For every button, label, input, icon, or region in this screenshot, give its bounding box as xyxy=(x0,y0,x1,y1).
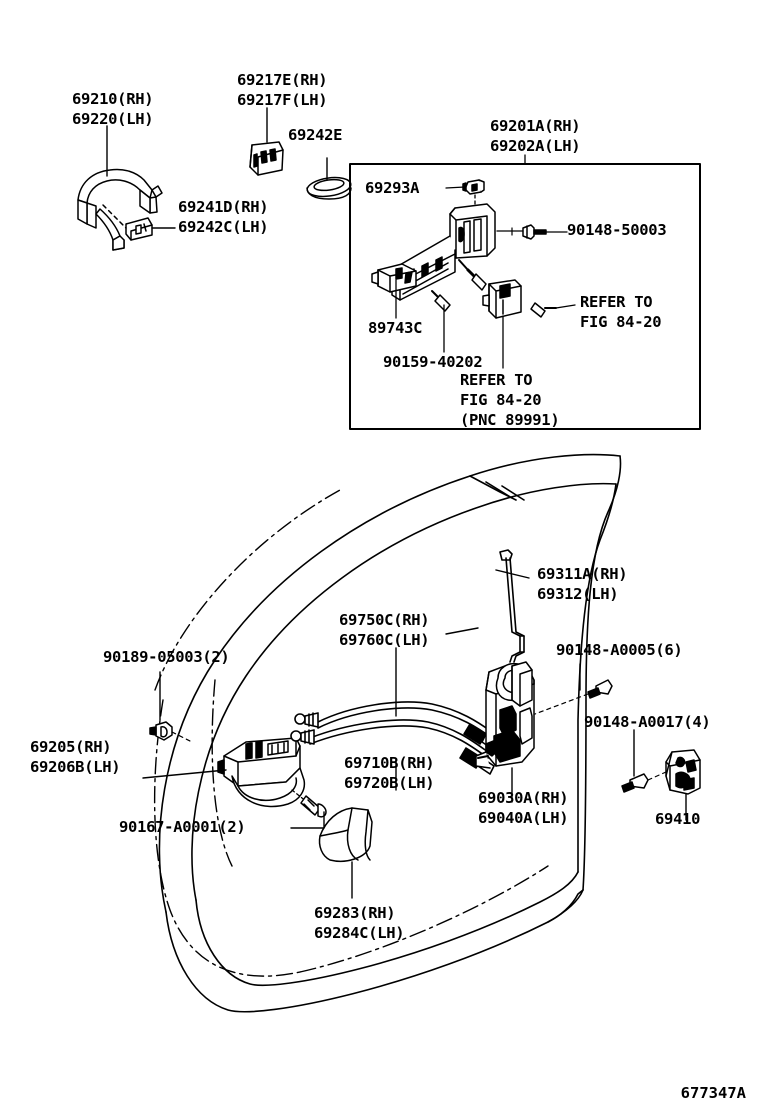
label-69242E: 69242E xyxy=(288,126,343,144)
part-shape-door-latch xyxy=(475,661,535,769)
part-shape-screw-90148-A0005 xyxy=(534,679,613,715)
part-shape-screw-90159-40202 xyxy=(431,290,451,312)
inset-leader-lines xyxy=(395,154,576,369)
label-69312: 69312(LH) xyxy=(537,585,619,603)
label-69220: 69220(LH) xyxy=(72,110,154,128)
label-69201A: 69201A(RH) xyxy=(490,117,581,135)
label-refer-to-bottom-1: REFER TO xyxy=(460,371,533,389)
label-90159-40202: 90159-40202 xyxy=(383,353,483,371)
label-69241D: 69241D(RH) xyxy=(178,198,269,216)
leader-lines-upper xyxy=(106,107,328,229)
part-shape-handle-clip xyxy=(249,141,284,176)
label-69293A: 69293A xyxy=(365,179,420,197)
label-69283: 69283(RH) xyxy=(314,904,396,922)
part-shape-connector-block xyxy=(482,279,522,319)
part-shape-inside-handle xyxy=(217,737,327,818)
part-shape-outside-handle xyxy=(77,168,163,251)
figure-code: 677347A xyxy=(680,1084,746,1102)
label-89743C: 89743C xyxy=(368,319,423,337)
part-shape-striker-69410 xyxy=(665,749,701,795)
label-69217E: 69217E(RH) xyxy=(237,71,328,89)
part-shape-screw-90148-50003 xyxy=(511,224,547,240)
part-shape-89743C xyxy=(371,263,417,293)
label-69720B: 69720B(LH) xyxy=(344,774,435,792)
label-refer-to-bottom-3: (PNC 89991) xyxy=(460,411,560,429)
label-69242C: 69242C(LH) xyxy=(178,218,269,236)
part-shape-lock-rod xyxy=(499,549,525,663)
label-69710B: 69710B(RH) xyxy=(344,754,435,772)
label-69760C: 69760C(LH) xyxy=(339,631,430,649)
label-69030A: 69030A(RH) xyxy=(478,789,569,807)
label-69202A: 69202A(LH) xyxy=(490,137,581,155)
label-69210: 69210(RH) xyxy=(72,90,154,108)
part-shape-clip-90189 xyxy=(149,721,193,743)
label-90148-50003: 90148-50003 xyxy=(567,221,667,239)
leader-lines-lower xyxy=(142,569,687,899)
door-shell-outline xyxy=(158,453,622,1013)
label-refer-to-right-2: FIG 84-20 xyxy=(580,313,662,331)
part-shape-69293A xyxy=(462,179,485,195)
label-90148-A0017: 90148-A0017(4) xyxy=(584,713,711,731)
label-69750C: 69750C(RH) xyxy=(339,611,430,629)
part-shape-69283-cover xyxy=(318,807,373,862)
part-shape-screw-90148-A0017 xyxy=(621,771,667,793)
label-69040A: 69040A(LH) xyxy=(478,809,569,827)
part-shape-screw-connector xyxy=(530,302,557,318)
label-refer-to-bottom-2: FIG 84-20 xyxy=(460,391,542,409)
label-69284C: 69284C(LH) xyxy=(314,924,405,942)
label-69205: 69205(RH) xyxy=(30,738,112,756)
door-inner-panel-outline xyxy=(153,489,549,977)
label-90167-A0001: 90167-A0001(2) xyxy=(119,818,246,836)
part-shape-handle-gasket xyxy=(306,176,352,200)
label-90189-05003: 90189-05003(2) xyxy=(103,648,230,666)
label-69206B: 69206B(LH) xyxy=(30,758,121,776)
label-69311A: 69311A(RH) xyxy=(537,565,628,583)
part-shape-screw-lower-bracket xyxy=(458,259,487,291)
label-90148-A0005: 90148-A0005(6) xyxy=(556,641,683,659)
label-69410: 69410 xyxy=(655,810,701,828)
label-refer-to-right-1: REFER TO xyxy=(580,293,653,311)
label-69217F: 69217F(LH) xyxy=(237,91,328,109)
